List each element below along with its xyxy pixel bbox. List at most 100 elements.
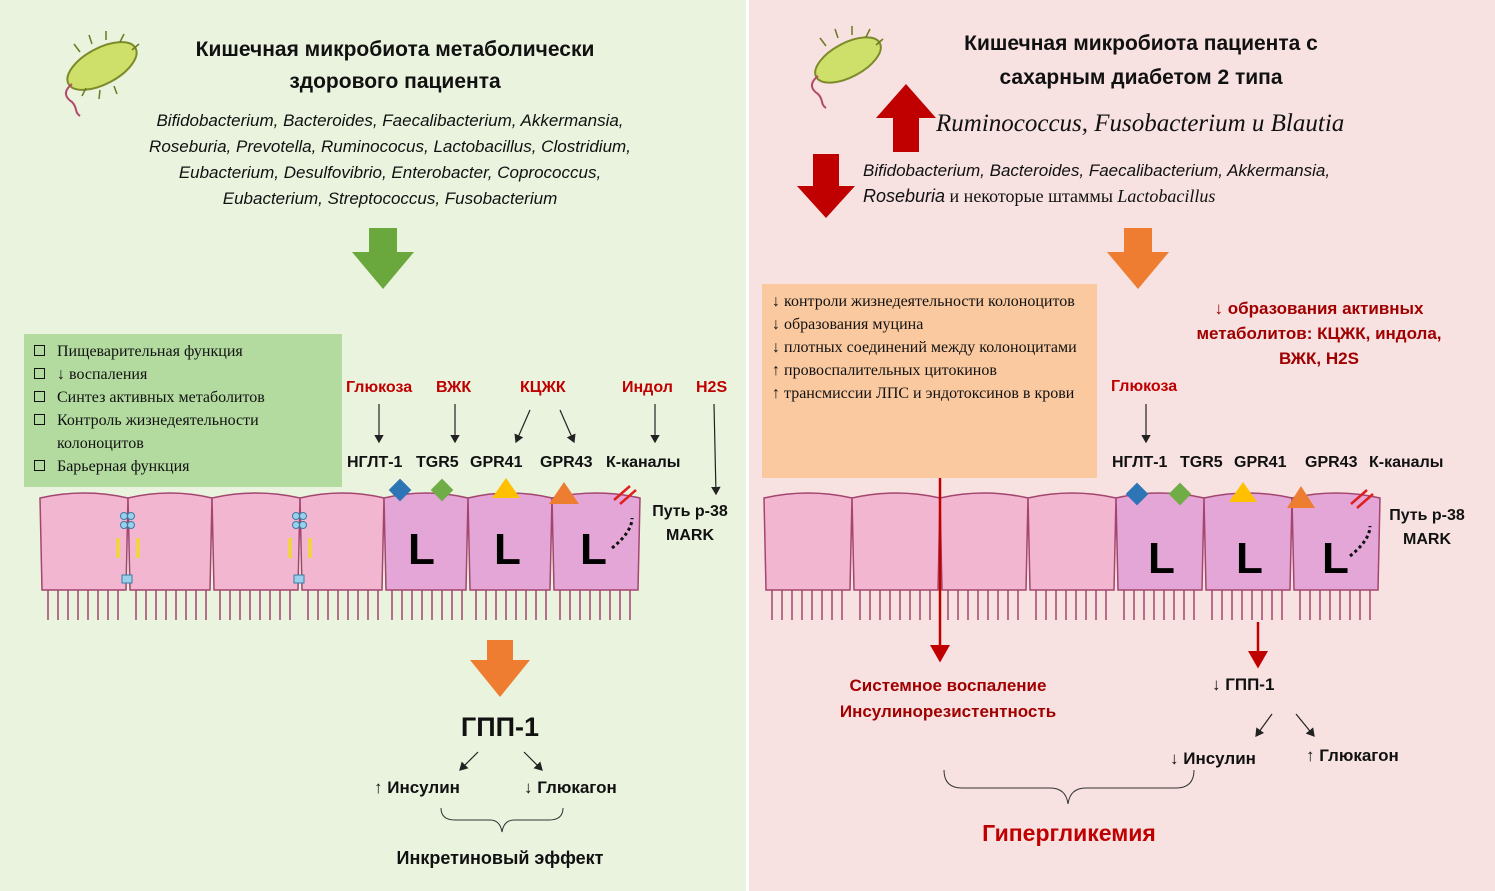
diabetes-title-line2: сахарным диабетом 2 типа [999, 66, 1283, 89]
glucagon-label: ↑ Глюкагон [1306, 746, 1399, 765]
sglt1-receptor [388, 478, 412, 502]
k-channel-mark [1350, 489, 1374, 509]
sglt1-receptor [1125, 482, 1149, 506]
colonocyte [939, 492, 1029, 591]
label-p38-pathway: Путь р-38 [1389, 507, 1465, 524]
glp1-label: ↓ ГПП-1 [1212, 675, 1275, 694]
label-glucose: Глюкоза [1111, 378, 1178, 395]
label-tgr5: TGR5 [416, 454, 459, 471]
gpr43-receptor [1287, 486, 1315, 508]
healthy-title-line2: здорового пациента [289, 70, 501, 93]
epithelium-left [39, 492, 641, 591]
colonocyte [39, 492, 129, 591]
label-gpr43: GPR43 [540, 454, 593, 471]
gpr41-receptor [492, 478, 520, 498]
tight-junction [116, 512, 140, 584]
l-cell [1203, 492, 1293, 591]
checkbox-icon [34, 391, 45, 402]
hyperglycemia-label: Гипергликемия [982, 820, 1156, 846]
decreased-species-line2: Roseburia и некоторые штаммы Lactobacill… [863, 186, 1216, 206]
l-cell [467, 492, 553, 591]
label-gpr41: GPR41 [1234, 454, 1287, 471]
label-mark: MARK [666, 527, 714, 544]
increased-species: Ruminococcus, Fusobacterium и Blautia [936, 110, 1345, 137]
effect-item: ↓ плотных соединений между колоноцитами [772, 339, 1077, 356]
function-item: Синтез активных метаболитов [34, 386, 332, 409]
checkbox-icon [34, 414, 45, 425]
microvilli-left [47, 590, 631, 620]
panel-divider [746, 0, 749, 891]
label-vzhk: ВЖК [436, 379, 472, 396]
insulin-resistance-label: Инсулинорезистентность [839, 702, 1057, 721]
label-gpr41: GPR41 [470, 454, 523, 471]
down-arrow-orange [470, 640, 530, 697]
colonocyte [1027, 492, 1117, 591]
function-item: Барьерная функция [34, 455, 332, 478]
reduced-metabolites-line3: ВЖК, H2S [1279, 349, 1359, 368]
healthy-species-line: Roseburia, Prevotella, Ruminococus, Lact… [149, 137, 631, 156]
l-cell-letter: L [408, 525, 435, 574]
k-channel-mark [613, 485, 637, 505]
incretin-effect-label: Инкретиновый эффект [396, 848, 604, 868]
bacterium-icon [811, 26, 884, 109]
healthy-species-line: Bifidobacterium, Bacteroides, Faecalibac… [156, 111, 624, 130]
reduced-metabolites-line2: метаболитов: КЦЖК, индола, [1196, 324, 1442, 343]
label-glucose: Глюкоза [346, 379, 413, 396]
function-item: Контроль жизнедеятельности колоноцитов [34, 409, 332, 455]
effect-item: ↑ трансмиссии ЛПС и эндотоксинов в крови [772, 385, 1075, 402]
bacterium-icon [65, 31, 140, 117]
checkbox-icon [34, 460, 45, 471]
brace [440, 807, 564, 833]
colonocyte [763, 492, 853, 591]
reduced-metabolites-line1: ↓ образования активных [1214, 299, 1424, 318]
l-cell-letter: L [494, 525, 521, 574]
label-sglt1: НГЛТ-1 [347, 454, 403, 471]
down-arrow-red [797, 154, 855, 218]
glucagon-label: ↓ Глюкагон [524, 778, 617, 797]
l-cell-letter: L [1148, 534, 1175, 583]
metabolite-arrows-left [374, 403, 721, 771]
healthy-species-line: Eubacterium, Desulfovibrio, Enterobacter… [178, 163, 602, 182]
down-arrow-orange [1107, 228, 1169, 289]
gpr41-receptor [1229, 482, 1257, 502]
tgr5-receptor [430, 478, 454, 502]
tgr5-receptor [1168, 482, 1192, 506]
down-arrow-green [352, 228, 414, 289]
checkbox-icon [34, 345, 45, 356]
label-tgr5: TGR5 [1180, 454, 1223, 471]
up-arrow-red [876, 84, 936, 152]
label-sglt1: НГЛТ-1 [1112, 454, 1168, 471]
function-item: Пищеварительная функция [34, 340, 332, 363]
glp1-label: ГПП-1 [460, 712, 540, 742]
tight-junction [288, 512, 312, 584]
colonocyte [127, 492, 213, 591]
label-kczhk: КЦЖК [520, 379, 566, 396]
label-mark: MARK [1403, 531, 1451, 548]
insulin-label: ↓ Инсулин [1170, 749, 1256, 768]
l-cell-letter: L [1236, 534, 1263, 583]
function-item: ↓ воспаления [34, 363, 332, 386]
label-p38-pathway: Путь р-38 [652, 503, 728, 520]
effect-item: ↓ контроли жизнедеятельности колоноцитов [772, 293, 1075, 310]
colonocyte [211, 492, 301, 591]
label-indol: Индол [622, 379, 673, 396]
brace [943, 769, 1195, 805]
label-k-channels: К-каналы [606, 454, 681, 471]
diabetes-title-line1: Кишечная микробиота пациента с [964, 32, 1318, 55]
label-h2s: H2S [696, 379, 728, 396]
healthy-title-line1: Кишечная микробиота метаболически [195, 38, 595, 61]
label-k-channels: К-каналы [1369, 454, 1444, 471]
microvilli-right [771, 590, 1371, 620]
label-gpr43: GPR43 [1305, 454, 1358, 471]
decreased-species-line1: Bifidobacterium, Bacteroides, Faecalibac… [863, 161, 1331, 180]
checkbox-icon [34, 368, 45, 379]
healthy-species-line: Eubacterium, Streptococcus, Fusobacteriu… [222, 189, 558, 208]
effects-box: ↓ контроли жизнедеятельности колоноцитов… [762, 284, 1097, 478]
functions-box: Пищеварительная функция ↓ воспаления Син… [24, 334, 342, 487]
colonocyte [851, 492, 941, 591]
colonocyte [299, 492, 385, 591]
l-cell-letter: L [1322, 534, 1349, 583]
insulin-label: ↑ Инсулин [374, 778, 460, 797]
gpr43-receptor [549, 482, 579, 504]
effect-item: ↑ провоспалительных цитокинов [772, 362, 997, 379]
